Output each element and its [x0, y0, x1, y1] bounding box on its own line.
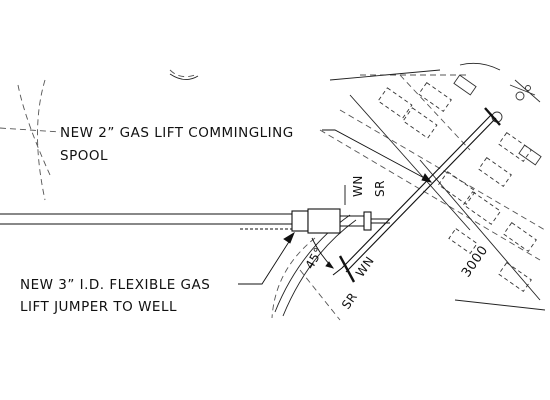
equipment-box [462, 191, 502, 225]
structure-line [419, 159, 541, 301]
jumper-flange [363, 211, 372, 231]
structure-arc [282, 219, 357, 317]
commingling-spool [332, 107, 501, 283]
spool-pipe-edge [345, 117, 497, 273]
wn-label-upper: WN [351, 175, 365, 197]
hidden-line [37, 79, 46, 201]
angle-dimension [311, 237, 335, 269]
hidden-line [169, 69, 196, 78]
flange-circle [525, 85, 531, 91]
flexible-jumper [0, 208, 390, 234]
spool-leader-arrow [421, 173, 433, 183]
spool-callout-line1: NEW 2” GAS LIFT COMMINGLING [60, 125, 294, 141]
equipment-box [418, 82, 452, 112]
hidden-line [399, 74, 471, 151]
angle-label: 45° [302, 245, 326, 272]
jumper-end-fitting [291, 210, 309, 232]
equipment-box [448, 228, 478, 254]
structure-line [349, 94, 471, 231]
jumper-connector [307, 208, 341, 234]
equipment-box [503, 222, 537, 252]
equipment-box [453, 74, 477, 96]
equipment-box [518, 144, 542, 166]
fitting-lines [509, 79, 541, 103]
jumper-callout-line1: NEW 3” I.D. FLEXIBLE GAS [20, 277, 210, 293]
hidden-line [299, 269, 341, 321]
structure-arc [459, 62, 501, 71]
spool-callout-line2: SPOOL [60, 148, 108, 164]
spool-lower-flange [338, 255, 356, 283]
flange-circle [515, 91, 525, 101]
equipment-box [498, 132, 532, 162]
equipment-cluster [377, 74, 542, 292]
spool-leader-line [322, 129, 429, 181]
jumper-callout-line2: LIFT JUMPER TO WELL [20, 299, 177, 315]
sr-label-lower: SR [339, 290, 360, 312]
hidden-line [271, 237, 316, 319]
equipment-box [498, 262, 532, 292]
hidden-line [319, 129, 541, 261]
hidden-line [17, 84, 51, 176]
equipment-box [478, 157, 512, 187]
spool-lower-stub [332, 267, 343, 276]
wn-label-lower: WN [353, 254, 377, 280]
jumper-leader-arrow [283, 231, 295, 244]
sr-label-upper: SR [373, 180, 387, 197]
structure-line [454, 299, 546, 311]
jumper-leader-line [238, 236, 293, 285]
structure-line [329, 69, 441, 81]
equipment-box [377, 87, 413, 119]
background-hidden-lines [0, 69, 546, 321]
structure-arc [169, 73, 199, 80]
spool-pipe-edge [341, 113, 493, 269]
spool-upper-flange [484, 107, 501, 126]
equipment-box [402, 107, 438, 139]
angle-arrow [325, 261, 335, 269]
hidden-line [0, 127, 61, 133]
callout-leaders [238, 129, 433, 285]
